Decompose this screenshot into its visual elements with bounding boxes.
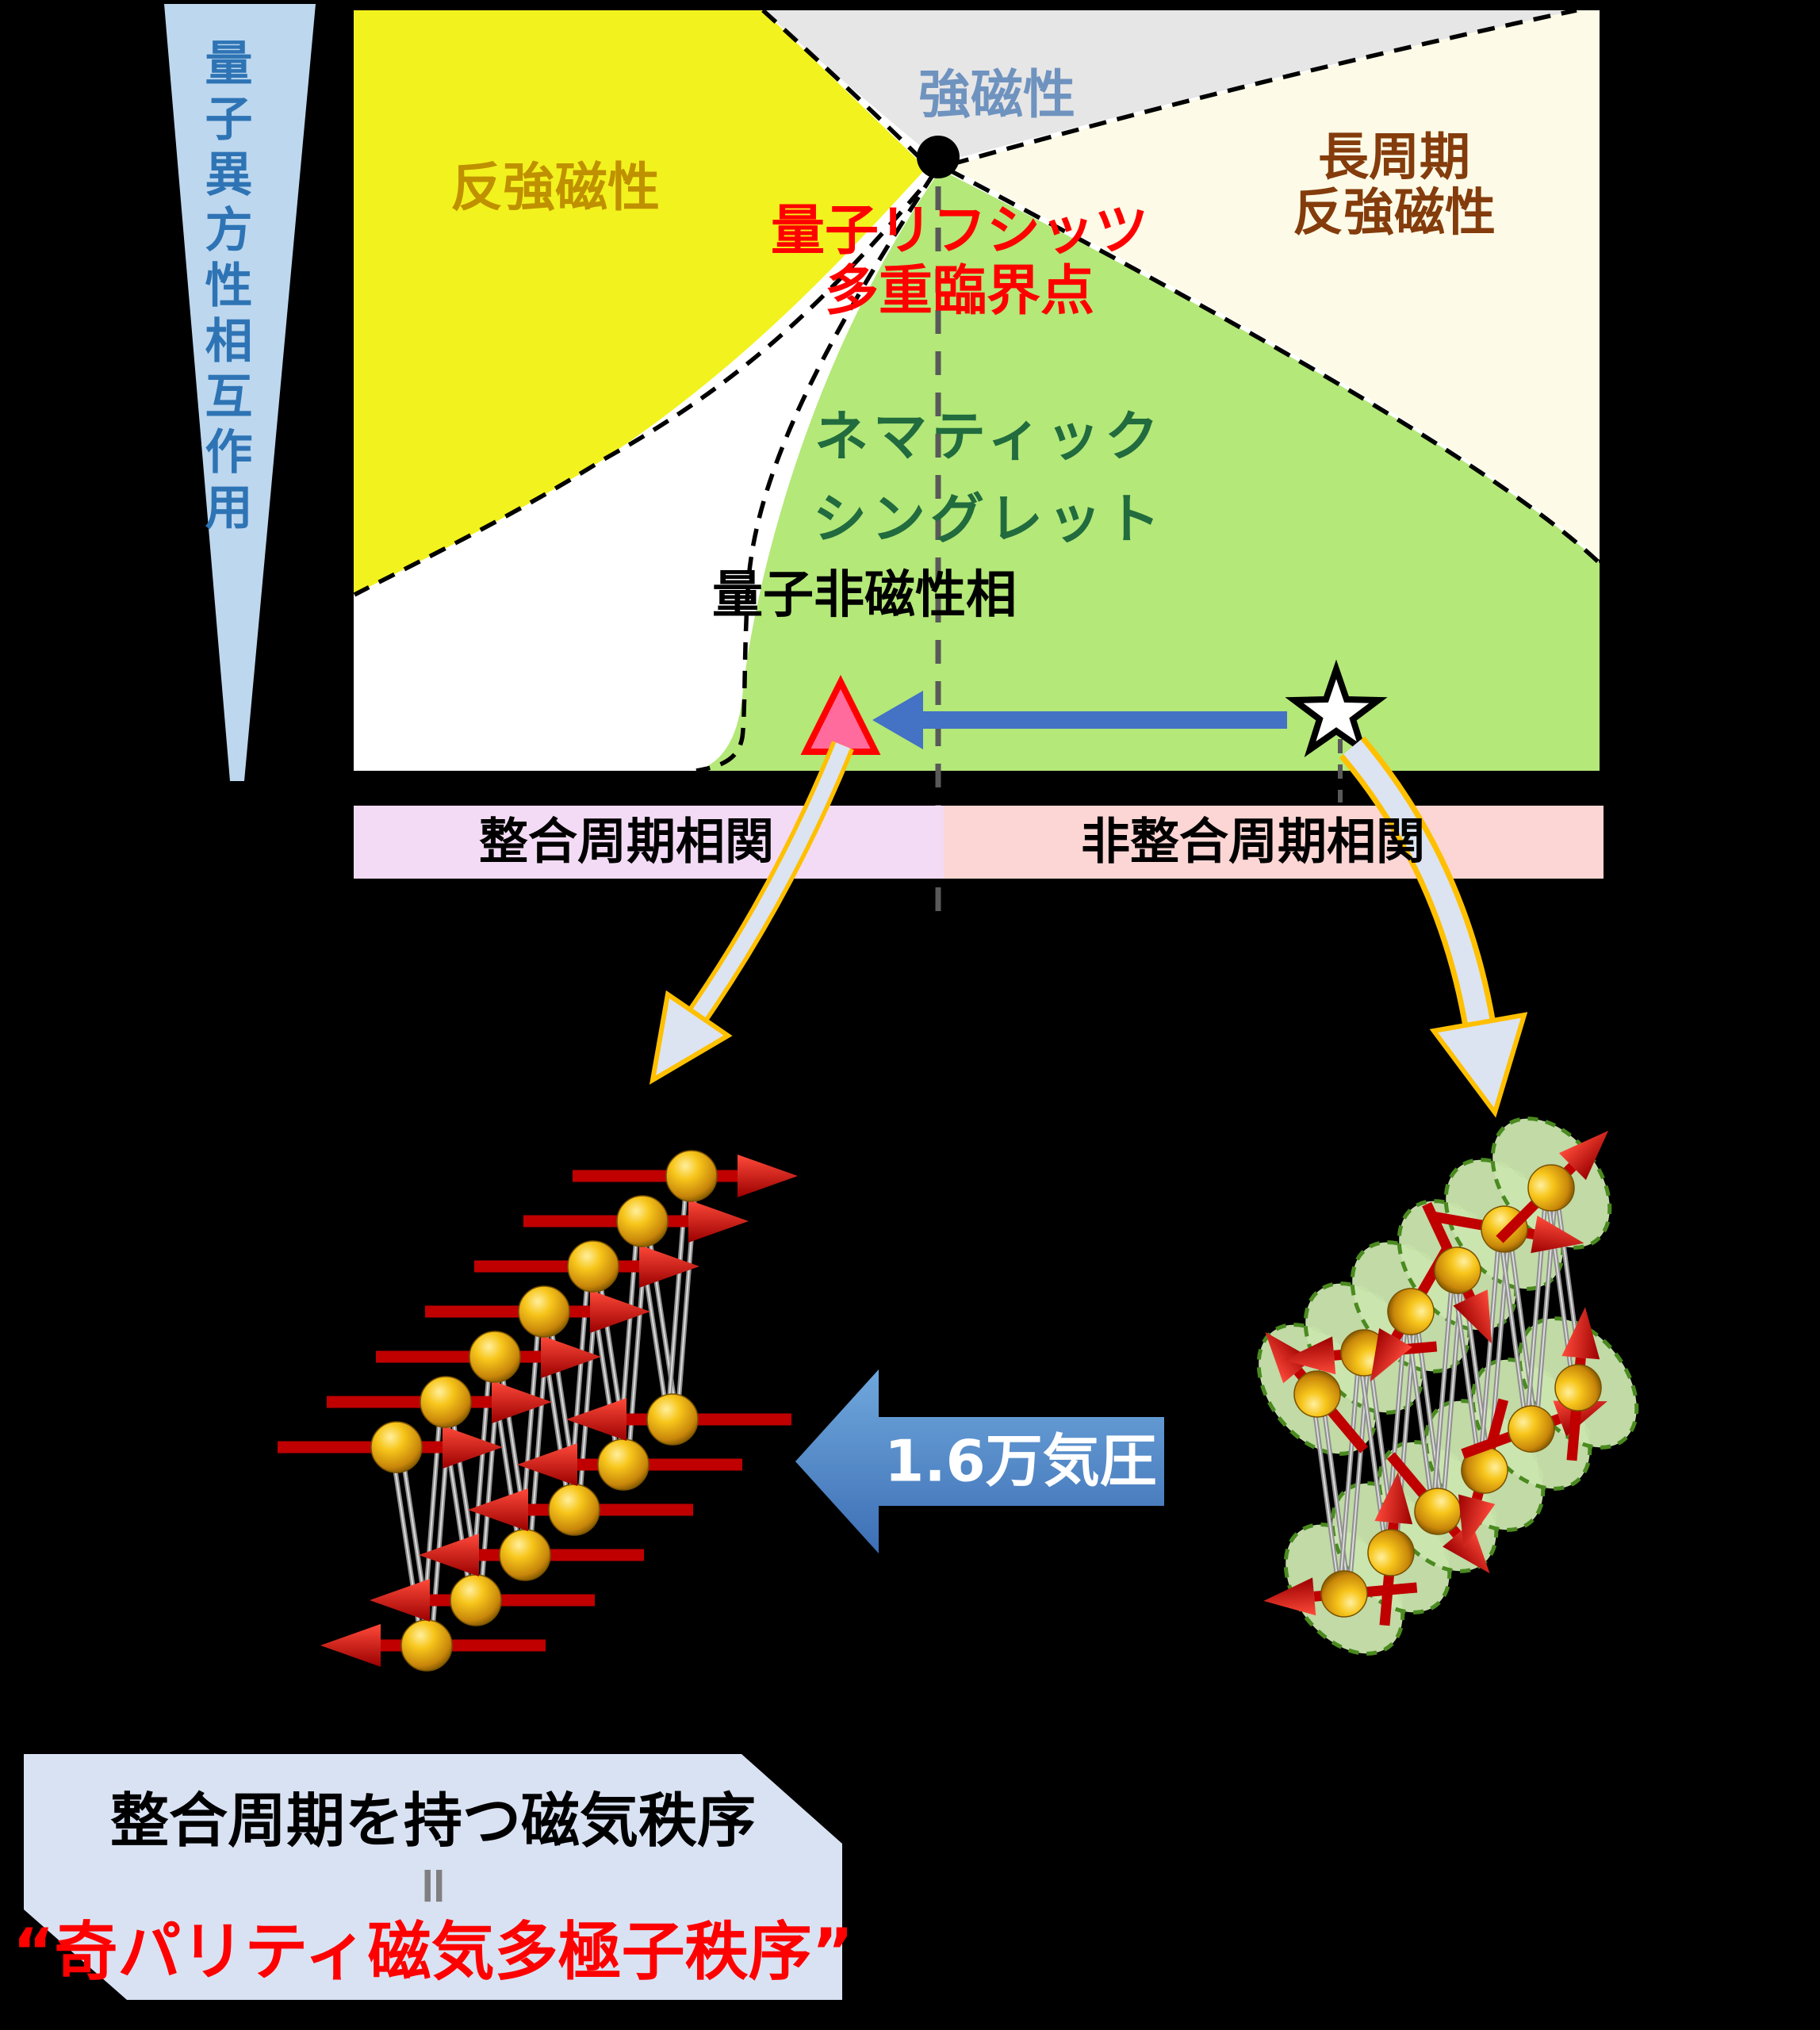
- boundary-white-green: [695, 171, 937, 773]
- spin-arrow: [1458, 1398, 1509, 1549]
- atom-sphere: [567, 1240, 619, 1293]
- pressure-block-arrow: [795, 1369, 1164, 1553]
- spin-arrow-head: [419, 1534, 479, 1576]
- region-label-quantum-nonmagnetic: 量子非磁性相: [712, 566, 1017, 626]
- swoosh-arrow-left: [649, 741, 854, 1085]
- boundary-yellow-white: [353, 189, 922, 597]
- bar-label-incommensurate: 非整合周期相関: [1080, 812, 1426, 871]
- spin-arrow: [1367, 1472, 1415, 1626]
- region-ferro: [763, 10, 1577, 163]
- atom-sphere: [450, 1574, 502, 1626]
- region-label-nematic-line1: ネマティック: [814, 405, 1163, 469]
- region-label-long-period-line1: 長周期: [1318, 128, 1470, 188]
- region-label-nematic-line2: シングレット: [812, 488, 1166, 551]
- atom-sphere: [597, 1438, 649, 1491]
- critical-point-label-line2: 多重臨界点: [824, 259, 1095, 323]
- axis-label: 量子異方性相互作用: [197, 38, 252, 538]
- atom-sphere: [370, 1421, 423, 1473]
- atom-sphere: [469, 1331, 521, 1383]
- atom-sphere: [548, 1484, 600, 1536]
- summary-line1: 整合周期を持つ磁気秩序: [110, 1787, 756, 1856]
- swoosh-arrow-right: [1339, 736, 1528, 1118]
- summary-line2: “奇パリティ磁気多極子秩序”: [12, 1915, 854, 1989]
- atom-sphere: [518, 1285, 570, 1338]
- atom-sphere: [499, 1529, 551, 1581]
- equals-sign: =: [404, 1864, 463, 1907]
- spin-arrow-head: [688, 1200, 749, 1243]
- phase-boundaries: [353, 8, 1601, 773]
- region-antiferro: [354, 10, 926, 595]
- summary-box: [24, 1754, 842, 2000]
- spin-arrow-head: [738, 1155, 798, 1197]
- spin-arrow-head: [492, 1381, 552, 1423]
- spin-arrow-head: [370, 1579, 430, 1622]
- spin-arrow-head: [590, 1290, 650, 1333]
- spin-arrow-head: [443, 1426, 503, 1469]
- spin-arrow: [1386, 1452, 1490, 1574]
- atom-sphere: [646, 1393, 699, 1446]
- region-label-antiferromagnetic: 反強磁性: [450, 157, 660, 219]
- atom-sphere: [665, 1150, 718, 1202]
- atom-sphere: [420, 1376, 472, 1428]
- spin-arrow-head: [320, 1624, 381, 1667]
- boundary-green-cream: [947, 167, 1601, 565]
- multicritical-point-dot: [917, 136, 960, 178]
- incommensurate-spin-structure: [1256, 1116, 1639, 1656]
- boundary-gray-cream: [951, 8, 1577, 167]
- bar-label-commensurate: 整合周期相関: [478, 812, 775, 871]
- axis-wedge-arrow: [164, 4, 316, 781]
- spin-arrow: [1263, 1570, 1418, 1618]
- incommensurate-bar: [944, 806, 1604, 879]
- spin-arrow-head: [639, 1245, 699, 1288]
- pressure-label: 1.6万気圧: [884, 1427, 1157, 1495]
- region-long-period-antiferro: [948, 10, 1600, 560]
- critical-point-label-line1: 量子リフシッツ: [770, 199, 1149, 262]
- star-marker: [1285, 659, 1388, 758]
- phase-plot: [346, 2, 1607, 912]
- spin-arrow-head: [566, 1398, 626, 1441]
- region-label-long-period-line2: 反強磁性: [1293, 184, 1496, 243]
- commensurate-spin-structure: [278, 1150, 798, 1672]
- atom-sphere: [616, 1195, 669, 1247]
- atom-sphere: [400, 1619, 453, 1672]
- spin-arrow: [1496, 1130, 1609, 1243]
- pressure-path-arrow-head: [872, 691, 923, 749]
- spin-arrow-head: [468, 1488, 528, 1531]
- spin-arrow-head: [517, 1443, 577, 1486]
- plot-bottom-axis: [347, 771, 1607, 793]
- commensurate-bar: [354, 806, 944, 879]
- spin-arrow: [1554, 1307, 1602, 1461]
- spin-arrow: [1461, 1400, 1607, 1459]
- region-nematic-singlet: [696, 170, 1600, 771]
- boundary-yellow-gray: [761, 8, 928, 166]
- spin-arrow-head: [541, 1335, 601, 1378]
- region-label-ferromagnetic: 強磁性: [918, 64, 1075, 126]
